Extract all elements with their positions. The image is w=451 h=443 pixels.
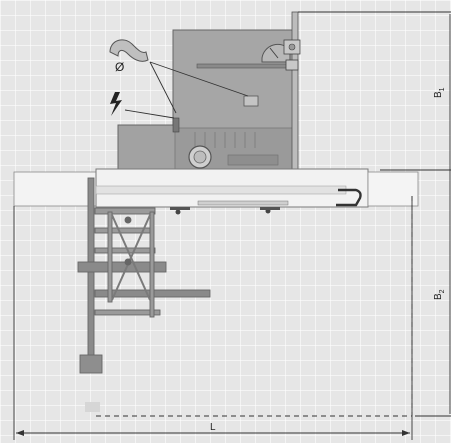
dust-port bbox=[243, 95, 259, 107]
dust-extraction-symbol: Ø bbox=[115, 60, 124, 74]
svg-text:B1: B1 bbox=[433, 87, 446, 98]
support-foot bbox=[79, 354, 103, 374]
machine-housing bbox=[117, 29, 296, 171]
table-extension-left bbox=[13, 171, 99, 207]
length-label: L bbox=[210, 422, 216, 433]
outrigger-frame bbox=[77, 177, 211, 374]
foot-marker bbox=[85, 402, 100, 412]
rip-fence bbox=[283, 11, 301, 173]
cross-rail bbox=[196, 63, 290, 69]
svg-text:B2: B2 bbox=[433, 289, 446, 300]
lightning-icon bbox=[110, 92, 122, 116]
panel-recess bbox=[227, 154, 279, 166]
electrical-callout bbox=[110, 92, 175, 119]
dust-extraction-callout: Ø bbox=[109, 39, 249, 114]
sliding-table bbox=[13, 168, 419, 215]
dust-hose-icon bbox=[109, 39, 149, 62]
table-end-bracket bbox=[336, 188, 362, 207]
front-cabinet bbox=[117, 124, 177, 171]
table-extension-right bbox=[367, 171, 419, 207]
dimension-lines bbox=[13, 11, 451, 440]
width-upper-label: B1 bbox=[433, 87, 446, 98]
dimension-arrows bbox=[16, 430, 410, 436]
panel-slots bbox=[194, 132, 256, 148]
power-connector bbox=[172, 117, 180, 133]
width-lower-label: B2 bbox=[433, 289, 446, 300]
